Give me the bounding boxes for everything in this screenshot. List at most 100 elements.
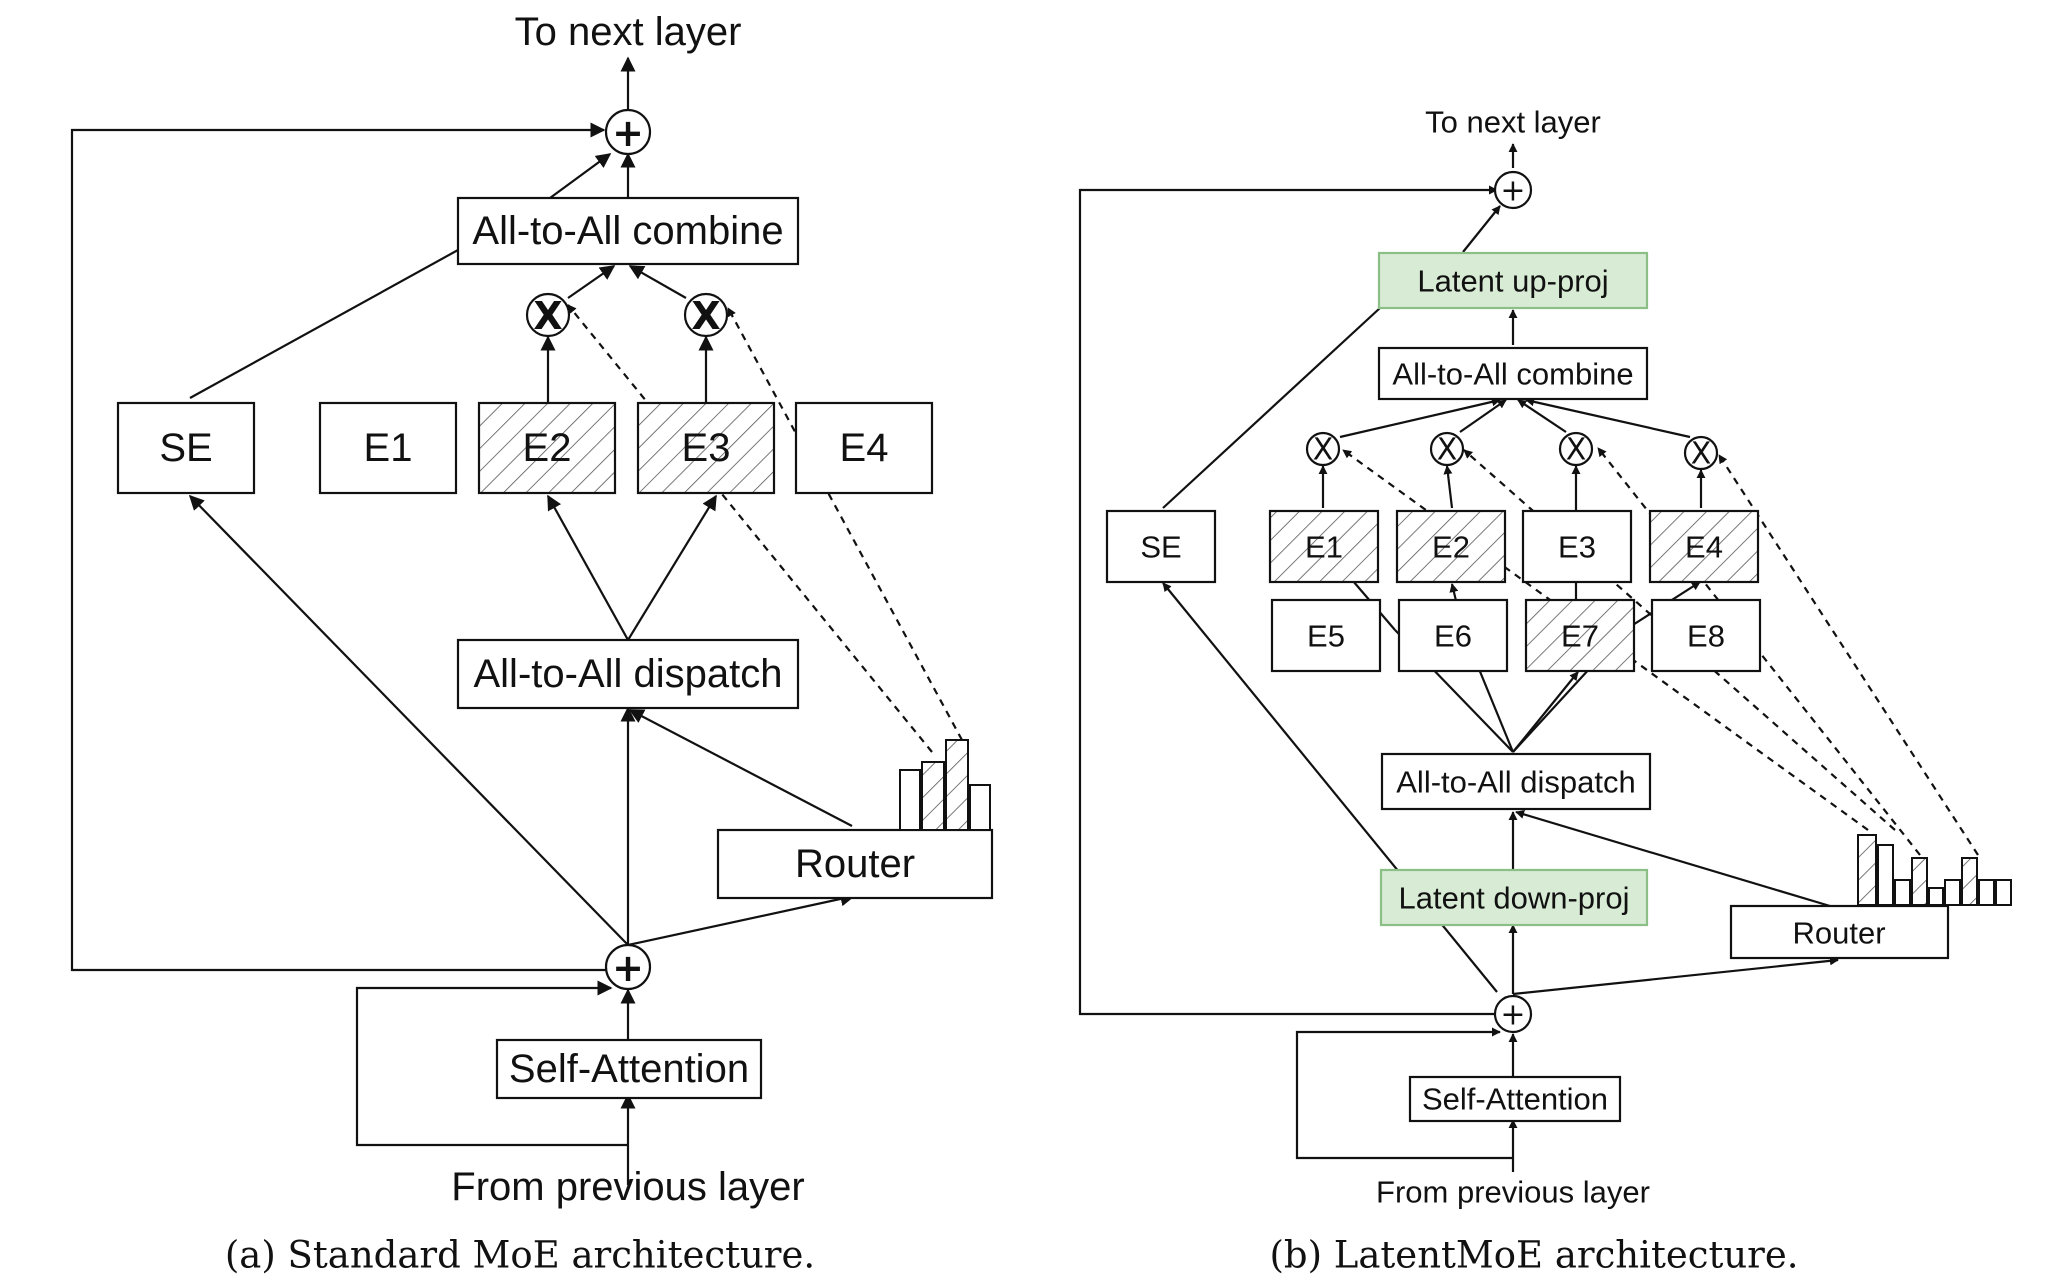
- arrow-mult1-to-combine: [567, 265, 616, 299]
- expert-label: E4: [840, 426, 889, 470]
- router-score-bar: [1961, 857, 1978, 906]
- multiply-op-e3: [683, 292, 729, 338]
- expert-label: E2: [523, 426, 572, 470]
- expert-box-e5: [1270, 598, 1382, 673]
- expert-box-e6: [1397, 598, 1509, 673]
- router-label: Router: [1792, 916, 1885, 951]
- latent-up-proj-box: [1377, 251, 1649, 310]
- multiply-op-e4: [1683, 435, 1719, 471]
- router-score-bar: [1894, 879, 1911, 906]
- arrow-e2-to-mult: [1443, 465, 1454, 509]
- multiply-op-e1-symbol: X: [1313, 433, 1334, 468]
- multiply-op-e2: [1429, 431, 1465, 467]
- gate-line-e2: [567, 304, 933, 753]
- arrow-mult2-to-combine: [628, 265, 687, 299]
- residual-path-inner: [1295, 1027, 1513, 1160]
- gate-line-e4: [1718, 454, 1979, 856]
- add-op-top: [1493, 170, 1533, 210]
- add-op-bottom: [1493, 994, 1533, 1034]
- residual-path-outer: [1078, 185, 1513, 1016]
- multiply-op-e2-symbol: X: [1437, 433, 1458, 468]
- expert-label: E6: [1434, 619, 1472, 654]
- dispatch-label: All-to-All dispatch: [1396, 765, 1635, 800]
- expert-box-e3: [1521, 509, 1633, 584]
- multiply-op-e2-symbol: X: [533, 294, 562, 338]
- self-attention-label: Self-Attention: [1422, 1082, 1608, 1117]
- expert-label: E1: [1305, 530, 1343, 565]
- add-op-top-symbol: +: [612, 111, 644, 155]
- arrow-mult4-to-combine: [1525, 397, 1691, 439]
- gate-line-e1: [1342, 449, 1869, 831]
- caption-b: (b) LatentMoE architecture.: [1269, 1234, 1798, 1277]
- output-label: To next layer: [515, 10, 742, 54]
- router-box: [716, 828, 994, 900]
- expert-box-e4: [794, 401, 934, 495]
- latent-down-proj-label: Latent down-proj: [1399, 881, 1630, 916]
- multiply-op-e1: [1305, 431, 1341, 467]
- shared-expert-label: SE: [159, 426, 212, 470]
- dispatch-box: [456, 638, 800, 710]
- self-attention-box: [1408, 1075, 1622, 1123]
- expert-label: E1: [364, 426, 413, 470]
- expert-label: E4: [1685, 530, 1723, 565]
- expert-label: E7: [1561, 619, 1599, 654]
- arrow-dispatch-to-e3: [627, 494, 717, 641]
- residual-path-inner: [355, 980, 628, 1147]
- router-score-bar: [1978, 879, 1995, 906]
- router-score-bar: [1857, 834, 1877, 906]
- arrow-combine-to-add-diag: [549, 153, 612, 199]
- multiply-op-e2: [525, 292, 571, 338]
- router-score-bar: [899, 769, 921, 831]
- dispatch-box: [1380, 752, 1652, 811]
- expert-label: E3: [1558, 530, 1596, 565]
- router-score-bar: [1995, 879, 2012, 906]
- arrow-add-to-shared-expert: [188, 494, 629, 946]
- router-score-bar: [921, 761, 945, 831]
- arrow-add-to-router: [627, 891, 856, 947]
- dispatch-label: All-to-All dispatch: [473, 652, 782, 696]
- self-attention-label: Self-Attention: [509, 1047, 749, 1091]
- expert-label: E5: [1307, 619, 1345, 654]
- add-op-bottom-symbol: +: [1500, 998, 1525, 1033]
- router-score-bar: [1877, 844, 1894, 906]
- arrow-mult1-to-combine: [1339, 397, 1501, 439]
- expert-label: E8: [1687, 619, 1725, 654]
- input-label: From previous layer: [1376, 1175, 1650, 1210]
- arrow-mult3-to-combine: [1517, 399, 1567, 433]
- expert-box-e8: [1650, 598, 1762, 673]
- residual-path-outer: [70, 122, 628, 972]
- line-shared-expert-to-latent-up: [1162, 307, 1381, 509]
- multiply-op-e7-symbol: X: [1566, 433, 1587, 468]
- expert-box-e3: [636, 401, 776, 495]
- combine-box: [456, 196, 800, 266]
- output-label: To next layer: [1425, 105, 1601, 140]
- input-label: From previous layer: [451, 1165, 804, 1209]
- expert-box-e2: [1395, 509, 1507, 584]
- router-score-bar: [969, 784, 991, 831]
- add-op-bottom: [604, 943, 652, 991]
- expert-box-e1: [318, 401, 458, 495]
- shared-expert-label: SE: [1140, 530, 1181, 565]
- multiply-op-e4-symbol: X: [1691, 437, 1712, 472]
- gate-line-e3: [727, 307, 963, 741]
- diagram-nodes: [116, 108, 2012, 1123]
- arrow-dispatch-to-e2: [547, 494, 629, 641]
- add-op-top: [604, 108, 652, 156]
- router-score-bar: [1911, 857, 1928, 906]
- expert-label: E2: [1432, 530, 1470, 565]
- shared-expert-box: [1105, 509, 1217, 584]
- expert-box-e7: [1524, 598, 1636, 673]
- arrow-add-to-router: [1512, 956, 1839, 996]
- expert-box-e2: [477, 401, 617, 495]
- add-op-bottom-symbol: +: [612, 946, 644, 990]
- combine-box: [1377, 346, 1649, 401]
- shared-expert-box: [116, 401, 256, 495]
- arrow-latent-up-to-add: [1462, 205, 1501, 253]
- arrow-mult2-to-combine: [1459, 399, 1507, 433]
- multiply-op-e7: [1558, 431, 1594, 467]
- combine-label: All-to-All combine: [1392, 357, 1633, 392]
- line-shared-expert-to-combine: [189, 249, 459, 399]
- router-box: [1729, 904, 1950, 960]
